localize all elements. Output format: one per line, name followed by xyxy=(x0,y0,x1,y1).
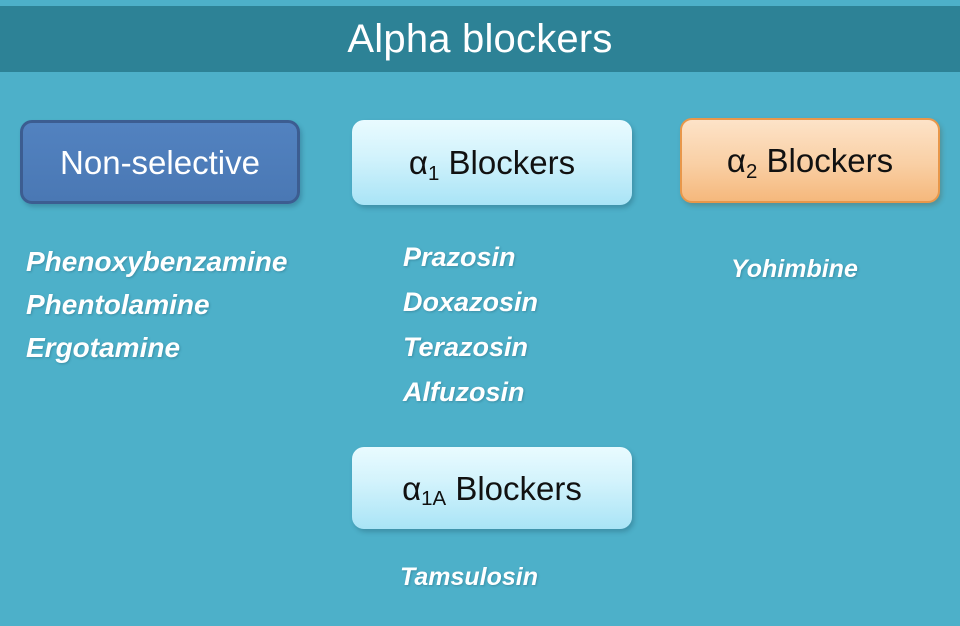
drug-name: Terazosin xyxy=(403,332,529,362)
drug-name: Doxazosin xyxy=(403,287,539,317)
alpha1-subscript: 1 xyxy=(427,161,440,185)
drug-name: Phenoxybenzamine xyxy=(26,246,288,277)
alpha1a-suffix: Blockers xyxy=(446,469,582,507)
top-edge-strip xyxy=(0,0,960,6)
drug-list-alpha2: Yohimbine xyxy=(731,252,858,286)
category-label-non-selective: Non-selective xyxy=(60,143,260,181)
alpha1a-subscript: 1A xyxy=(421,487,447,511)
header-band xyxy=(0,6,960,72)
drug-name: Prazosin xyxy=(403,242,516,272)
drug-name: Yohimbine xyxy=(731,255,858,283)
category-box-alpha1a[interactable]: α1A Blockers xyxy=(352,447,632,529)
alpha1-suffix: Blockers xyxy=(439,144,576,181)
drug-name: Tamsulosin xyxy=(400,563,538,591)
category-box-alpha2[interactable]: α2 Blockers xyxy=(680,118,940,203)
alpha1-glyph: α xyxy=(408,144,428,181)
category-box-alpha1[interactable]: α1 Blockers xyxy=(352,120,632,205)
drug-name: Phentolamine xyxy=(26,289,210,320)
drug-list-alpha1a: Tamsulosin xyxy=(400,560,538,594)
alpha2-suffix: Blockers xyxy=(757,142,894,179)
alpha2-glyph: α xyxy=(726,142,746,179)
alpha2-subscript: 2 xyxy=(745,159,758,183)
drug-name: Alfuzosin xyxy=(403,377,525,407)
category-box-non-selective[interactable]: Non-selective xyxy=(20,120,300,204)
drug-name: Ergotamine xyxy=(26,332,181,363)
alpha1a-glyph: α xyxy=(402,469,422,507)
category-label-alpha2: α2 Blockers xyxy=(726,142,894,181)
category-label-alpha1: α1 Blockers xyxy=(408,144,576,183)
page-title: Alpha blockers xyxy=(347,17,613,61)
category-label-alpha1a: α1A Blockers xyxy=(402,469,582,509)
